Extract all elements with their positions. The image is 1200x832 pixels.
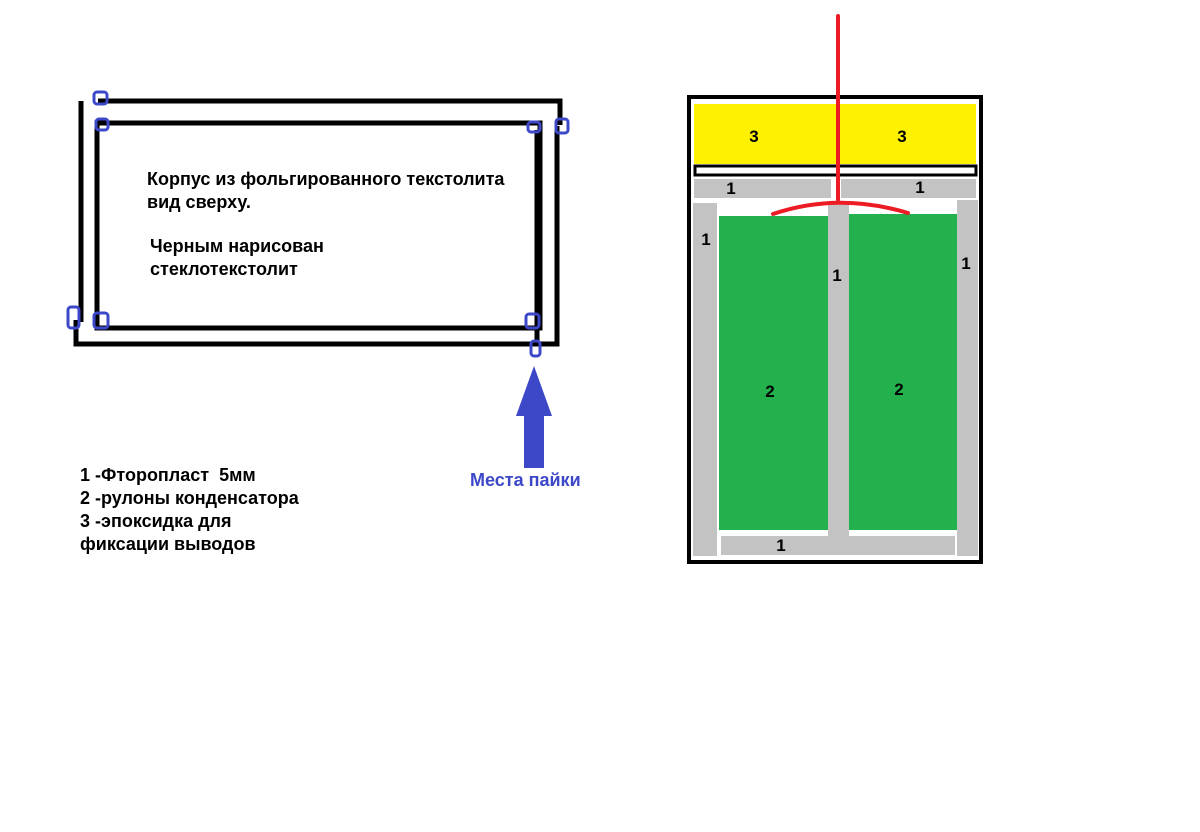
solder-point <box>554 117 570 135</box>
capacitor-label: 2 <box>894 380 903 399</box>
solder-point <box>66 305 81 330</box>
legend-item: 3 -эпоксидка для <box>80 511 232 531</box>
ptfe-label: 1 <box>915 178 924 197</box>
housing-note-line: Черным нарисован <box>150 236 324 256</box>
epoxy-label: 3 <box>897 127 906 146</box>
bottom-board-outline <box>73 126 560 347</box>
solder-point <box>92 311 110 330</box>
ptfe-label: 1 <box>701 230 710 249</box>
ptfe-label: 1 <box>726 179 735 198</box>
solder-point <box>526 120 542 134</box>
outer-board-outline <box>98 98 563 125</box>
lead-wire-branches <box>771 200 910 216</box>
housing-description-line: вид сверху. <box>147 192 251 212</box>
ptfe-spacer-right <box>957 200 978 556</box>
capacitor-roll-left <box>719 216 828 530</box>
ptfe-spacer-center <box>828 203 849 536</box>
housing-description-line: Корпус из фольгированного текстолита <box>147 169 505 189</box>
capacitor-label: 2 <box>765 382 774 401</box>
arrow-up-icon <box>516 366 552 468</box>
section-view: 3 3 1 1 1 1 1 1 2 2 <box>687 14 983 564</box>
ptfe-label: 1 <box>961 254 970 273</box>
legend-item: 2 -рулоны конденсатора <box>80 488 299 508</box>
epoxy-fill <box>694 104 976 164</box>
legend-item: 1 -Фторопласт 5мм <box>80 465 256 485</box>
top-view-housing <box>73 98 563 347</box>
legend: 1 -Фторопласт 5мм 2 -рулоны конденсатора… <box>80 464 299 556</box>
ptfe-label: 1 <box>832 266 841 285</box>
epoxy-label: 3 <box>749 127 758 146</box>
housing-note-line: стеклотекстолит <box>150 259 298 279</box>
housing-note: Черным нарисован стеклотекстолит <box>150 235 324 281</box>
solder-point <box>524 312 541 330</box>
glass-textolite-board <box>693 164 978 177</box>
ptfe-spacer-left <box>693 203 717 556</box>
lead-wire <box>771 14 910 216</box>
solder-points-label: Места пайки <box>470 470 581 490</box>
housing-description: Корпус из фольгированного текстолита вид… <box>147 168 504 214</box>
legend-item: фиксации выводов <box>80 534 256 554</box>
inner-board-outline <box>94 120 543 331</box>
ptfe-spacer-top-left <box>694 179 831 198</box>
solder-point <box>92 90 109 106</box>
ptfe-spacer-bottom <box>721 536 955 555</box>
solder-point <box>94 117 110 132</box>
ptfe-spacer-top-right <box>841 179 976 198</box>
solder-point <box>529 339 542 358</box>
section-labels: 3 3 1 1 1 1 1 1 2 2 <box>701 127 970 555</box>
capacitor-roll-right <box>849 214 957 530</box>
ptfe-label: 1 <box>776 536 785 555</box>
